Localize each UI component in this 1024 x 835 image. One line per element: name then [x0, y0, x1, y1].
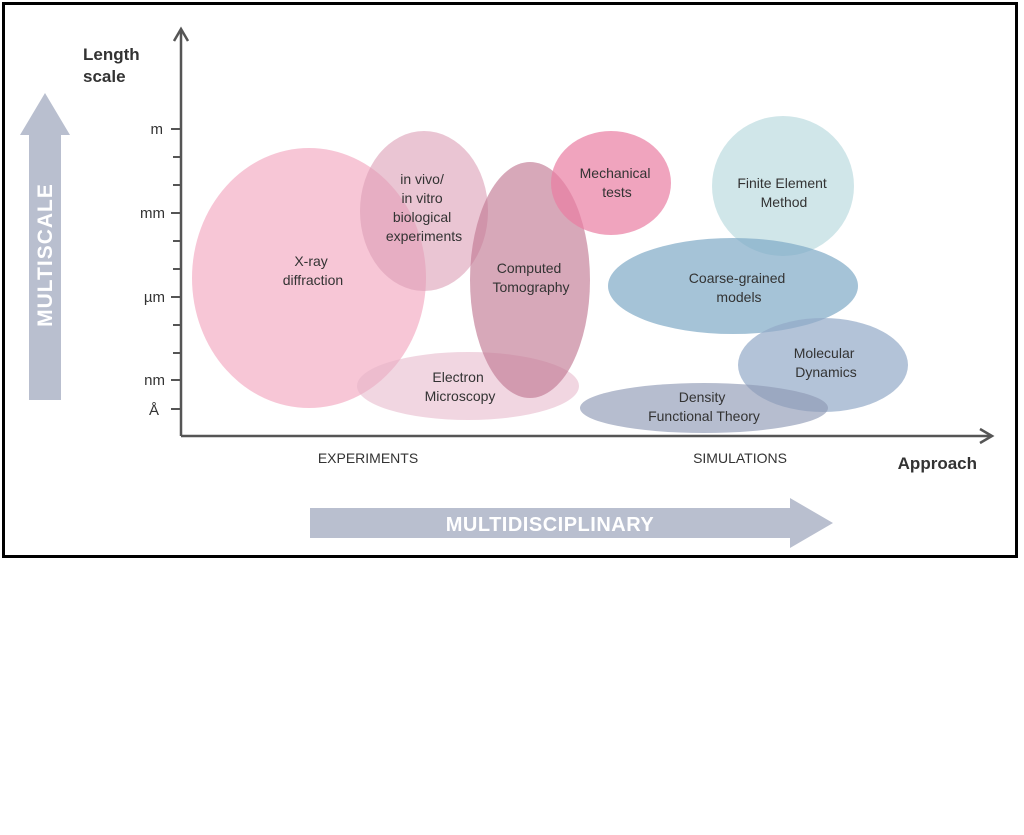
y-tick-label-angstrom: Å	[149, 402, 159, 419]
method-regions	[192, 116, 908, 433]
method-labels: X-ray diffraction in vivo/ in vitro biol…	[283, 165, 859, 424]
y-minor-ticks	[173, 156, 181, 354]
x-axis-arrowhead	[979, 427, 995, 445]
label-finite-element-method: Finite Element Method	[737, 175, 830, 210]
label-computed-tomography: Computed Tomography	[492, 260, 569, 295]
label-xray-diffraction: X-ray diffraction	[283, 253, 343, 288]
y-tick-label-um: µm	[144, 289, 165, 306]
y-major-ticks	[171, 128, 181, 410]
label-density-functional-theory: Density Functional Theory	[648, 389, 760, 424]
region-density-functional-theory	[580, 383, 828, 433]
multiscale-arrow: MULTISCALE	[20, 93, 70, 400]
region-computed-tomography	[470, 162, 590, 398]
figure-frame: MULTISCALE MULTIDISCIPLINARY	[2, 2, 1018, 558]
y-axis-title-line1: Length	[83, 45, 140, 64]
y-axis-arrowhead	[172, 26, 190, 42]
label-mechanical-tests: Mechanical tests	[580, 165, 655, 200]
region-finite-element-method	[712, 116, 854, 256]
label-in-vivo-in-vitro: in vivo/ in vitro biological experiments	[386, 171, 462, 244]
x-category-experiments: EXPERIMENTS	[318, 450, 418, 466]
axes	[172, 26, 995, 445]
multidisciplinary-arrow: MULTIDISCIPLINARY	[310, 498, 833, 548]
label-coarse-grained-models: Coarse-grained models	[689, 270, 789, 305]
y-tick-labels: m mm µm nm Å	[140, 121, 165, 419]
y-tick-label-m: m	[151, 121, 164, 138]
region-coarse-grained-models	[608, 238, 858, 334]
region-in-vivo-in-vitro	[360, 131, 488, 291]
multidisciplinary-arrow-label: MULTIDISCIPLINARY	[446, 514, 655, 536]
label-molecular-dynamics: Molecular Dynamics	[794, 345, 859, 380]
y-tick-label-nm: nm	[144, 372, 165, 389]
region-mechanical-tests	[551, 131, 671, 235]
multiscale-arrow-label: MULTISCALE	[34, 183, 57, 327]
y-tick-label-mm: mm	[140, 205, 165, 222]
label-electron-microscopy: Electron Microscopy	[425, 369, 496, 404]
x-category-simulations: SIMULATIONS	[693, 450, 787, 466]
y-axis-title-line2: scale	[83, 67, 126, 86]
x-axis-title: Approach	[898, 454, 977, 473]
multiscale-diagram: MULTISCALE MULTIDISCIPLINARY	[20, 26, 995, 548]
